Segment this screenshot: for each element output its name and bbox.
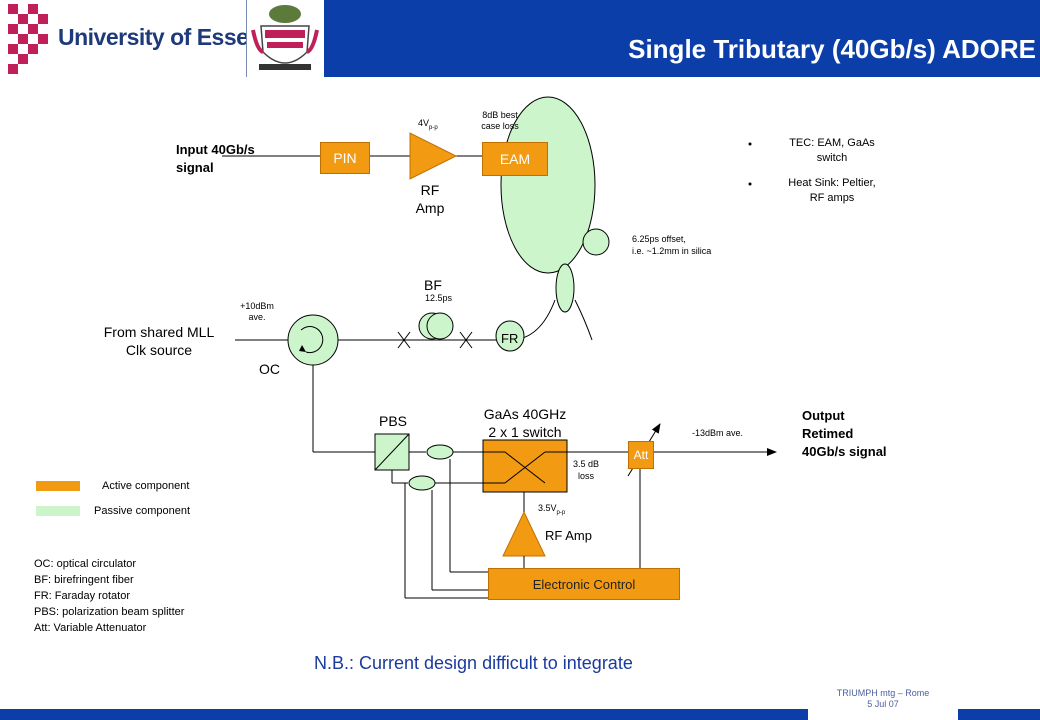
rf-amp-2-triangle xyxy=(502,510,546,557)
crest xyxy=(246,0,324,77)
essex-checker-icon xyxy=(8,4,48,74)
abbreviation-item: BF: birefringent fiber xyxy=(34,574,134,586)
fiber-loop xyxy=(500,96,596,274)
output-power-label: -13dBm ave. xyxy=(692,428,744,438)
electronic-control-box: Electronic Control xyxy=(488,568,680,600)
rf-amp-2-label: RF Amp xyxy=(545,528,592,543)
rf-amp-voltage: 4Vp-p xyxy=(418,118,438,131)
legend-active-label: Active component xyxy=(102,480,190,492)
abbreviation-item: PBS: polarization beam splitter xyxy=(34,606,185,618)
bf-label: BF xyxy=(424,277,442,293)
legend-passive-label: Passive component xyxy=(94,505,190,517)
offset-note: 6.25ps offset,i.e. ~1.2mm in silica xyxy=(632,234,712,256)
coupler xyxy=(555,263,575,313)
bullet-heat-sink: Heat Sink: Peltier,RF amps xyxy=(788,177,876,204)
offset-coil xyxy=(582,228,610,256)
rf-amp-triangle xyxy=(409,132,458,180)
footer-bar xyxy=(0,709,1040,720)
rf-amp-2-voltage: 3.5Vp-p xyxy=(538,503,566,516)
fr-label: FR xyxy=(501,331,519,346)
att-box: Att xyxy=(628,441,654,469)
design-note: N.B.: Current design difficult to integr… xyxy=(314,653,633,673)
university-logo: University of Essex xyxy=(0,0,261,77)
gaas-switch xyxy=(482,439,568,493)
abbreviation-item: OC: optical circulator xyxy=(34,558,137,570)
page-title: Single Tributary (40Gb/s) ADORE xyxy=(628,34,1036,64)
pbs-label: PBS xyxy=(379,413,408,429)
abbreviation-item: FR: Faraday rotator xyxy=(34,590,130,602)
bf-coil-b xyxy=(426,312,454,340)
legend-passive-swatch xyxy=(36,506,80,516)
pin-box: PIN xyxy=(320,142,370,174)
faraday-rotator xyxy=(495,320,525,352)
oc-label: OC xyxy=(259,361,280,377)
optical-circulator xyxy=(287,314,339,366)
bf-length: 12.5ps xyxy=(425,293,453,303)
crest-icon xyxy=(251,5,319,70)
legend-active-swatch xyxy=(36,481,80,491)
university-name: University of Essex xyxy=(58,24,261,50)
abbreviation-item: Att: Variable Attenuator xyxy=(34,622,147,634)
footer-box xyxy=(808,686,958,720)
abbreviation-list: OC: optical circulator BF: birefringent … xyxy=(34,556,184,636)
eam-box: EAM xyxy=(482,142,548,176)
